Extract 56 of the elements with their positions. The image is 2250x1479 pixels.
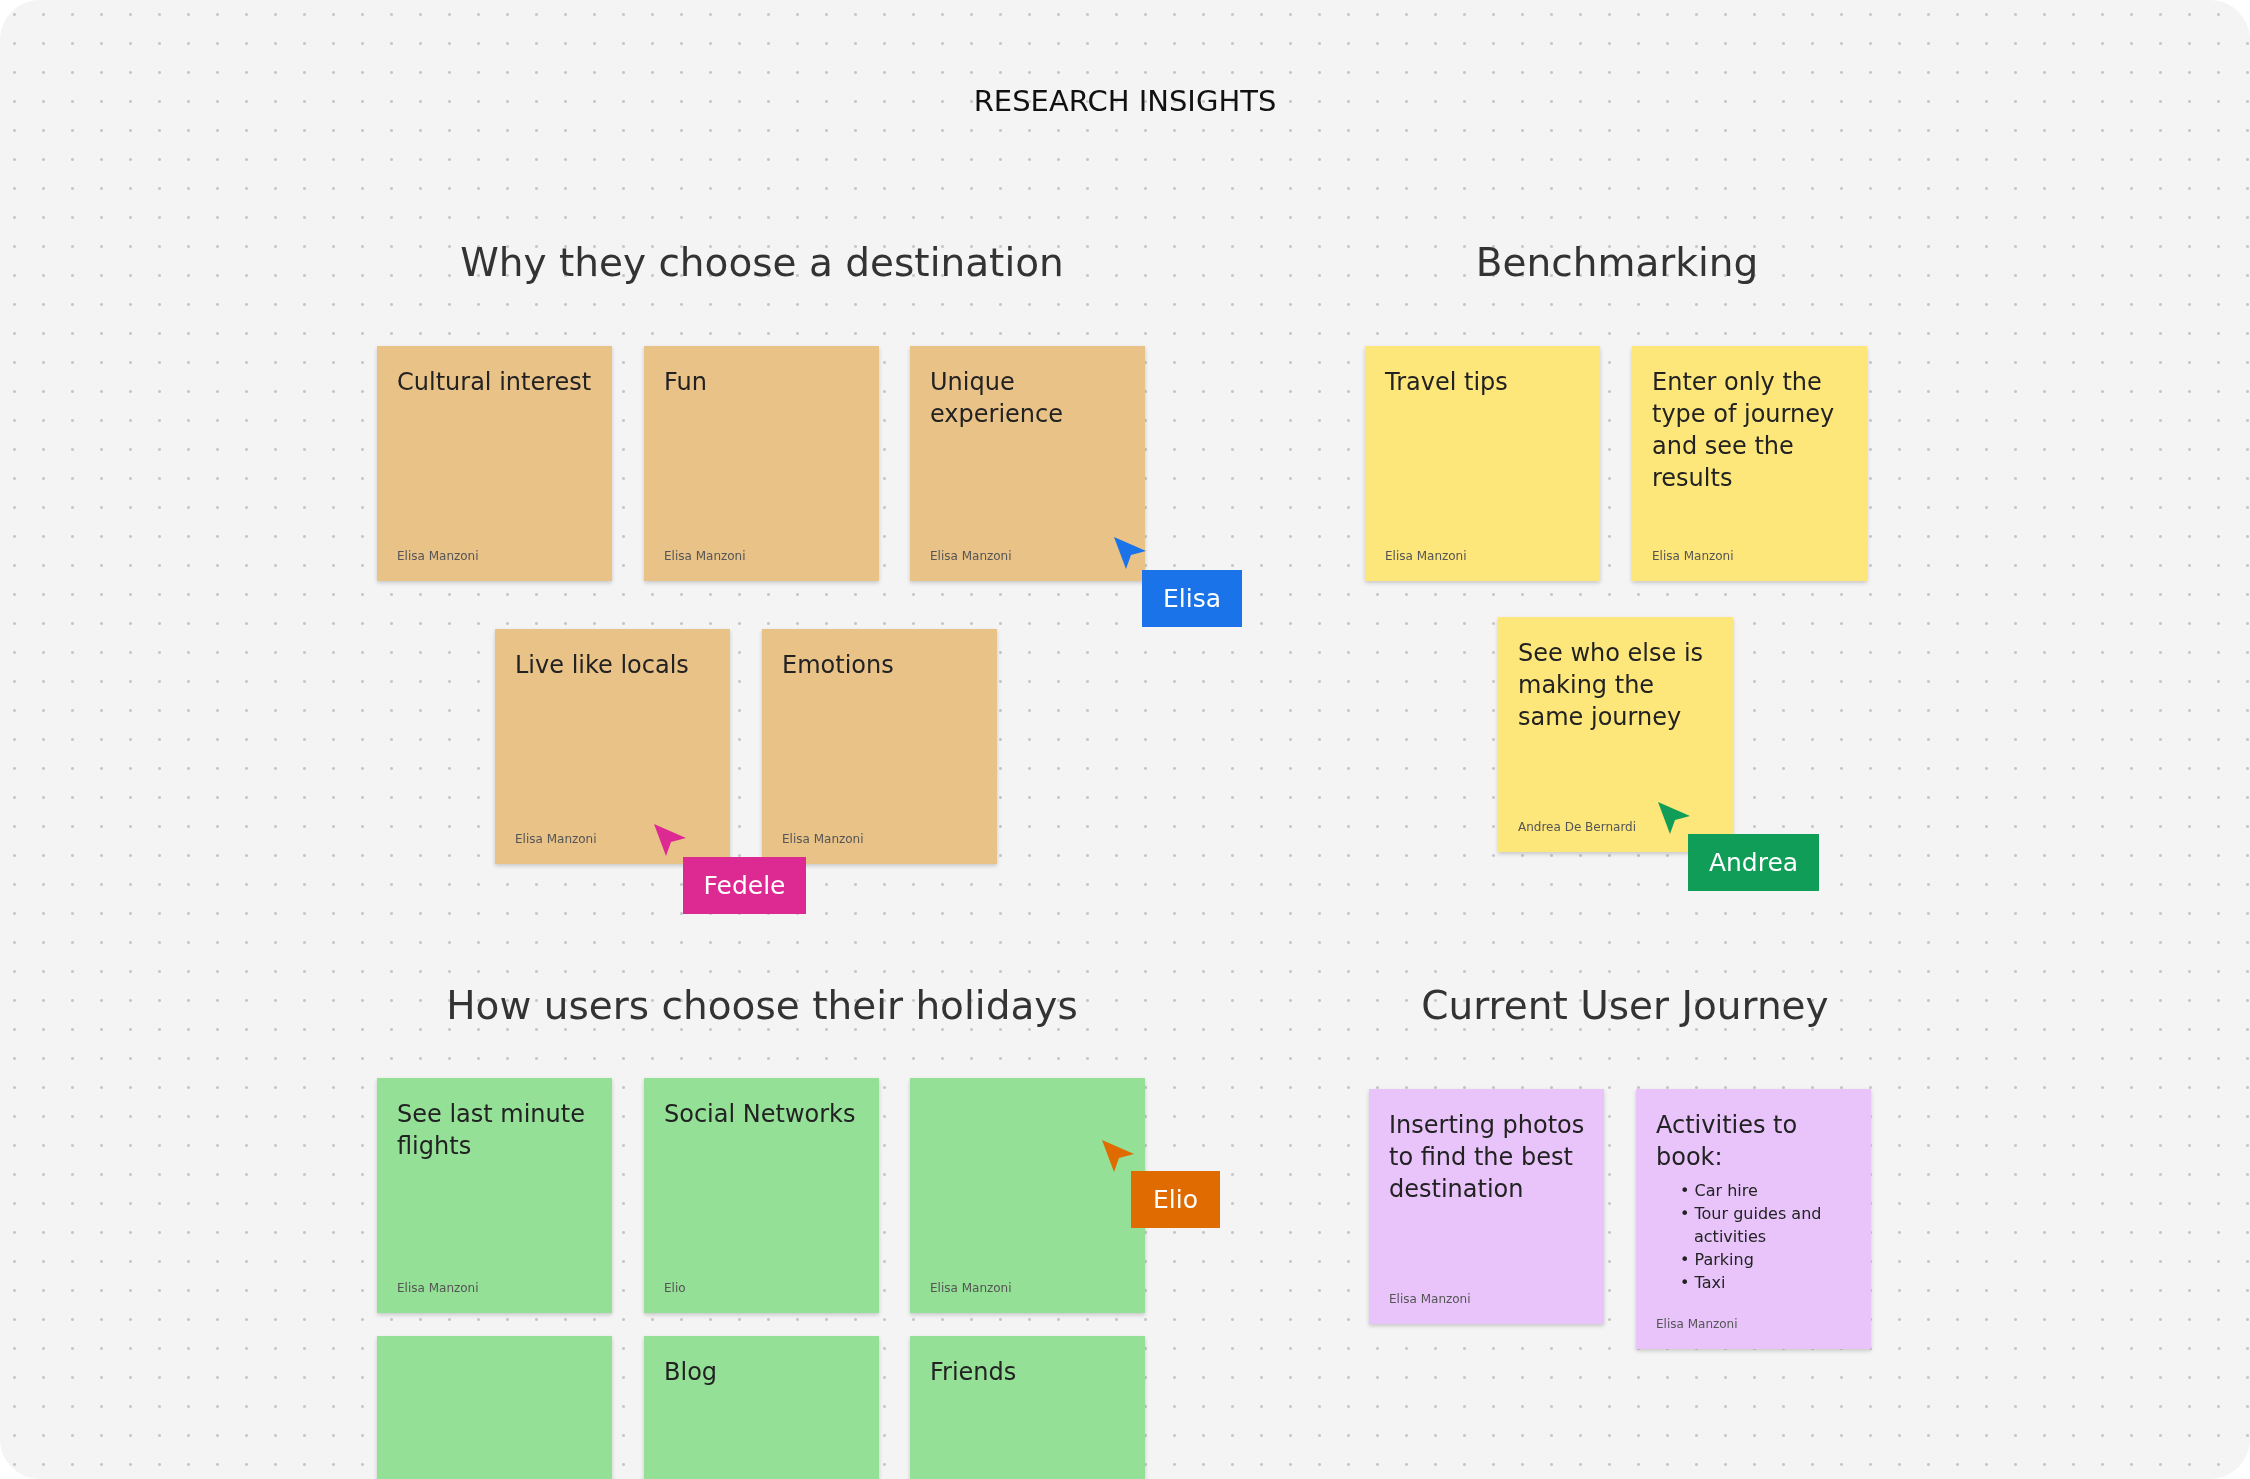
cursor-name-tag: Elio — [1131, 1171, 1220, 1228]
list-item: • Parking — [1680, 1249, 1755, 1271]
author-name: Elisa Manzoni — [664, 549, 746, 563]
board-title: RESEARCH INSIGHTS — [973, 84, 1277, 118]
sticky-note — [1632, 346, 1867, 581]
note-text: Activities to book: — [1656, 1110, 1799, 1173]
sticky-note — [1365, 346, 1600, 581]
sticky-note — [377, 1336, 612, 1479]
cursor-name-tag: Fedele — [683, 857, 806, 914]
sticky-note — [910, 1078, 1145, 1313]
note-text: Unique experience — [930, 367, 1065, 430]
note-text: Friends — [930, 1357, 1018, 1388]
author-name: Andrea De Bernardi — [1518, 820, 1637, 834]
section-heading: How users choose their holidays — [446, 983, 1078, 1028]
sticky-note — [910, 1336, 1145, 1479]
section-heading: Current User Journey — [1421, 983, 1829, 1028]
list-item: • Car hire — [1680, 1180, 1759, 1202]
cursor-name-tag: Andrea — [1688, 834, 1819, 891]
note-text: Social Networks — [664, 1099, 857, 1130]
note-text: Blog — [664, 1357, 719, 1388]
section-heading: Benchmarking — [1475, 240, 1759, 285]
list-item: • Tour guides and activities — [1680, 1203, 1823, 1248]
author-name: Elisa Manzoni — [930, 1281, 1012, 1295]
author-name: Elisa Manzoni — [1652, 549, 1734, 563]
author-name: Elisa Manzoni — [397, 549, 479, 563]
sticky-note — [1369, 1089, 1604, 1324]
cursor-name-tag: Elisa — [1142, 570, 1242, 627]
note-text: Enter only the type of journey and see the results — [1652, 367, 1836, 494]
author-name: Elisa Manzoni — [930, 549, 1012, 563]
note-text: Travel tips — [1385, 367, 1509, 398]
author-name: Elisa Manzoni — [515, 832, 597, 846]
sticky-note — [644, 1336, 879, 1479]
author-name: Elisa Manzoni — [782, 832, 864, 846]
sticky-note — [762, 629, 997, 864]
sticky-note — [1498, 617, 1733, 852]
list-item: • Taxi — [1680, 1272, 1727, 1294]
note-text: Inserting photos to find the best destination — [1389, 1110, 1586, 1205]
sticky-note — [1636, 1089, 1871, 1349]
sticky-note — [495, 629, 730, 864]
note-text: Cultural interest — [397, 367, 593, 398]
author-name: Elisa Manzoni — [1656, 1317, 1738, 1331]
note-text: Emotions — [782, 650, 895, 681]
sticky-note — [644, 1078, 879, 1313]
sticky-note — [377, 1078, 612, 1313]
sticky-note — [910, 346, 1145, 581]
author-name: Elisa Manzoni — [397, 1281, 479, 1295]
author-name: Elisa Manzoni — [1389, 1292, 1471, 1306]
author-name: Elio — [664, 1281, 686, 1295]
author-name: Elisa Manzoni — [1385, 549, 1467, 563]
note-text: See last minute flights — [397, 1099, 586, 1162]
note-text: Fun — [664, 367, 708, 398]
note-text: See who else is making the same journey — [1518, 638, 1705, 733]
sticky-note — [377, 346, 612, 581]
section-heading: Why they choose a destination — [460, 240, 1064, 285]
sticky-note — [644, 346, 879, 581]
note-text: Live like locals — [515, 650, 690, 681]
